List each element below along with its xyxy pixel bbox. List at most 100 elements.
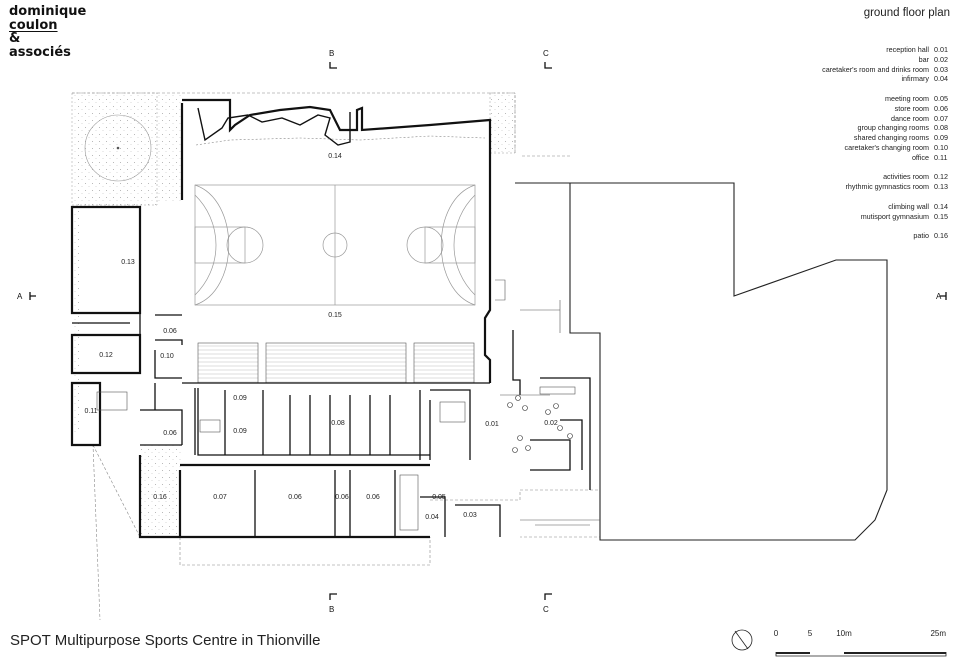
legend-room-code: 0.14: [934, 201, 948, 211]
legend-room-name: dance room: [891, 113, 929, 123]
legend-room-name: mutisport gymnasium: [860, 211, 929, 221]
building-exterior-walls: [70, 98, 492, 539]
room-label: 0.13: [121, 259, 135, 266]
scale-bar: 0 5 10m 25m: [774, 629, 947, 657]
section-mark-c-bottom: C: [543, 605, 549, 614]
legend-row: reception hall 0.01: [822, 45, 952, 55]
legend-room-code: 0.06: [934, 103, 948, 113]
room-label: 0.09: [233, 428, 247, 435]
neighbouring-building-outline: [515, 182, 888, 541]
legend-room-code: 0.04: [934, 74, 948, 84]
neighbouring-stair: [520, 300, 561, 333]
legend-row: dance room 0.07: [822, 114, 952, 124]
room-label: 0.02: [544, 420, 558, 427]
plan-title: ground floor plan: [863, 7, 950, 19]
logo-line-3: &: [9, 31, 21, 46]
legend-room-name: office: [911, 152, 929, 162]
legend-room-code: 0.03: [934, 64, 948, 74]
legend-row: mutisport gymnasium 0.15: [822, 212, 952, 222]
room-label: 0.06: [163, 430, 177, 437]
basketball-court: [194, 184, 476, 306]
legend-row: caretaker's changing room 0.10: [822, 143, 952, 153]
scale-tick-0: 0: [774, 629, 779, 638]
legend-room-name: group changing rooms: [857, 123, 929, 133]
room-label: 0.15: [328, 312, 342, 319]
room-label: 0.01: [485, 421, 499, 428]
room-label: 0.14: [328, 153, 342, 160]
room-label: 0.16: [153, 494, 167, 501]
garden-strip-west: [72, 205, 80, 435]
room-label: 0.10: [160, 353, 174, 360]
room-label: 0.06: [163, 328, 177, 335]
legend-room-name: meeting room: [885, 93, 929, 103]
legend-room-code: 0.10: [934, 142, 948, 152]
logo-line-4: associés: [9, 44, 71, 60]
room-label: 0.03: [463, 512, 477, 519]
legend-room-name: store room: [894, 103, 929, 113]
room-labels: 0.14 0.15 0.13 0.12 0.06 0.10 0.11 0.06 …: [84, 153, 557, 521]
interior-walls: [72, 313, 591, 537]
section-mark-b-top: B: [329, 49, 334, 58]
legend-room-name: shared changing rooms: [853, 133, 929, 143]
section-mark-b-bottom: B: [329, 605, 334, 614]
room-label: 0.12: [99, 352, 113, 359]
legend-room-code: 0.01: [934, 45, 948, 54]
room-label: 0.06: [288, 494, 302, 501]
legend-group: climbing wall 0.14 mutisport gymnasium 0.15: [822, 202, 952, 222]
landscape-areas: [71, 92, 516, 537]
room-label: 0.09: [233, 395, 247, 402]
scale-tick-25: 25m: [930, 629, 946, 638]
climbing-zone-edge: [195, 135, 486, 146]
fixtures-and-fittings: [96, 279, 600, 531]
logo-line-2: coulon: [9, 17, 58, 33]
room-label: 0.07: [213, 494, 227, 501]
project-title: SPOT Multipurpose Sports Centre in Thion…: [10, 632, 321, 649]
garden-strip: [157, 93, 182, 203]
room-label: 0.11: [84, 408, 97, 415]
firm-logo: dominique coulon & associés: [9, 5, 86, 59]
legend-room-code: 0.12: [934, 172, 948, 182]
room-label: 0.04: [425, 514, 439, 521]
scale-tick-10: 10m: [836, 629, 852, 638]
section-mark-a-right: A: [936, 292, 942, 301]
legend-room-name: reception hall: [886, 45, 929, 54]
legend-row: store room 0.06: [822, 104, 952, 114]
legend-room-name: rhythmic gymnastics room: [845, 182, 929, 192]
room-label: 0.06: [366, 494, 380, 501]
legend-room-name: activities room: [883, 172, 929, 182]
legend-room-code: 0.05: [934, 93, 948, 103]
section-mark-c-top: C: [543, 49, 549, 58]
legend-room-name: infirmary: [901, 74, 929, 84]
north-arrow: [731, 629, 753, 651]
climbing-wall-profile: [197, 107, 351, 146]
reception-furniture: [507, 395, 573, 453]
legend-room-name: climbing wall: [888, 201, 929, 211]
scale-tick-5: 5: [808, 629, 813, 638]
legend-room-name: caretaker's changing room: [844, 142, 929, 152]
legend-row: infirmary 0.04: [822, 74, 952, 84]
legend-room-code: 0.15: [934, 211, 948, 221]
room-label: 0.08: [331, 420, 345, 427]
legend-room-code: 0.07: [934, 113, 948, 123]
legend-row: activities room 0.12: [822, 172, 952, 182]
legend-row: office 0.11: [822, 153, 952, 163]
section-markers: [29, 62, 947, 600]
legend-room-code: 0.11: [934, 152, 948, 162]
bleachers: [197, 342, 475, 384]
legend-row: climbing wall 0.14: [822, 202, 952, 212]
section-mark-a-left: A: [17, 292, 23, 301]
room-label: 0.06: [335, 494, 349, 501]
tree-canopy: [84, 114, 152, 182]
patio-paving: [140, 445, 182, 537]
legend-room-code: 0.09: [934, 133, 948, 143]
legend-room-name: caretaker's room and drinks room: [822, 64, 929, 74]
legend-row: meeting room 0.05: [822, 94, 952, 104]
room-label: 0.05: [432, 494, 446, 501]
tree-trunk: [116, 146, 120, 150]
